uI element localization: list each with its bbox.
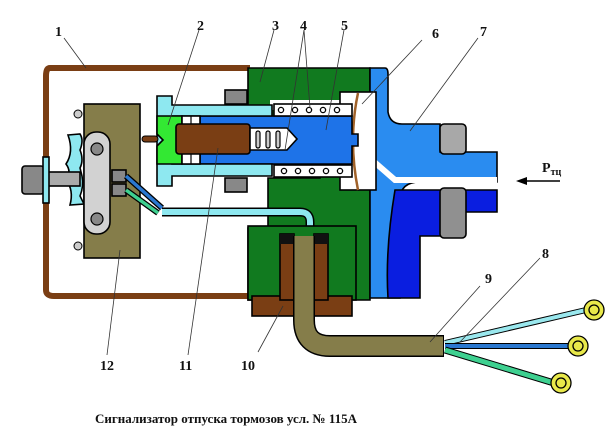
cover-nut-top	[439, 123, 467, 155]
gland-seal-left	[280, 234, 294, 244]
label-8: 8	[542, 247, 549, 262]
terminal-block-2	[111, 183, 127, 197]
wire-conduit-fill	[162, 209, 313, 236]
internal-wire-green-fill	[124, 188, 160, 215]
sleeve-nut-top	[224, 89, 248, 105]
sleeve-nut-bottom	[224, 177, 248, 193]
bolt-washer	[42, 156, 50, 204]
air-channel	[370, 157, 497, 183]
link-pin-bottom	[90, 212, 104, 226]
label-7: 7	[480, 25, 487, 40]
inner-spring-pocket	[249, 127, 299, 151]
label-3: 3	[272, 19, 279, 34]
diagram-caption: Сигнализатор отпуска тормозов усл. № 115…	[95, 411, 358, 426]
pressure-label: Pтц	[542, 161, 561, 178]
bracket	[43, 65, 250, 299]
contact-spring	[64, 133, 86, 206]
label-11: 11	[179, 359, 192, 374]
label-4: 4	[300, 19, 307, 34]
plunger	[175, 123, 251, 155]
cable-fill	[294, 236, 443, 356]
label-10: 10	[241, 359, 255, 374]
label-1: 1	[55, 25, 62, 40]
wire-cyan-fill	[444, 308, 587, 345]
link-pin-top	[90, 142, 104, 156]
push-rod	[141, 135, 159, 143]
label-2: 2	[197, 19, 204, 34]
screw-bottom	[73, 241, 83, 251]
spring-top	[273, 103, 353, 117]
label-12: 12	[100, 359, 114, 374]
label-5: 5	[341, 19, 348, 34]
screw-top	[73, 109, 83, 119]
leader-lines	[63, 29, 541, 356]
pressure-arrow	[516, 177, 560, 185]
spring-coils	[277, 106, 344, 175]
spring-bottom	[273, 164, 353, 178]
bolt-nut	[21, 165, 45, 195]
link-plate	[83, 131, 111, 235]
wire-green-fill	[444, 347, 555, 386]
label-9: 9	[485, 272, 492, 287]
cover-nut-bottom	[439, 187, 467, 239]
internal-wire-blue-fill	[124, 174, 164, 210]
label-6: 6	[432, 27, 439, 42]
inner-spring	[255, 130, 281, 149]
gland-seal-right	[314, 234, 328, 244]
terminal-block-1	[111, 169, 127, 183]
